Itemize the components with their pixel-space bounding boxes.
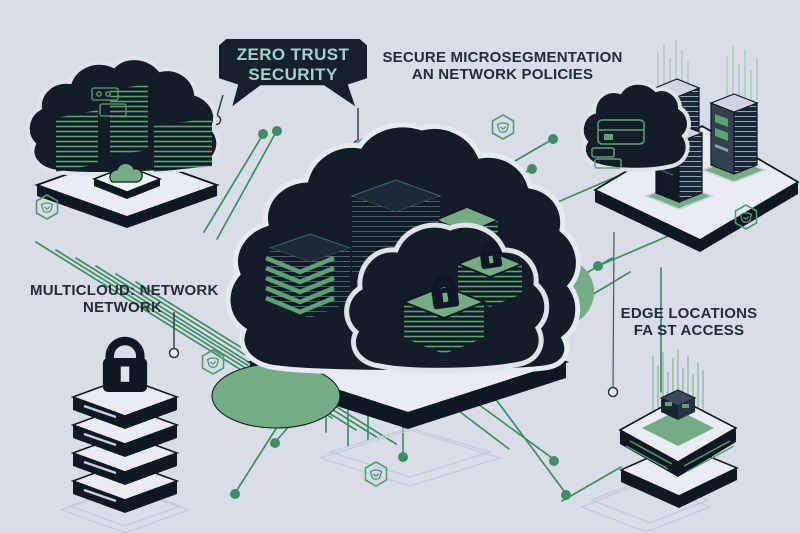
padlock-icon <box>479 243 503 270</box>
server-tower-right <box>709 93 759 175</box>
multicloud-label: MULTICLOUD: NETWORK NETWORK <box>30 282 219 316</box>
secure-stack-back <box>455 243 525 307</box>
right-cloud <box>579 80 691 172</box>
edge-location-group <box>580 350 739 533</box>
security-shield-icon <box>364 461 388 487</box>
stack-layer-1 <box>70 377 180 429</box>
security-shield-icon <box>201 349 225 375</box>
central-cloud-group <box>211 122 594 487</box>
padlock-icon <box>103 341 147 392</box>
multicloud-group <box>25 56 221 228</box>
security-shield-icon <box>491 114 515 140</box>
padlock-icon <box>430 276 460 309</box>
signal-streaks <box>657 40 758 100</box>
secure-stack-front <box>401 276 487 354</box>
green-chevron-stack <box>265 255 335 315</box>
left-cloud <box>25 56 221 176</box>
edge-label: EDGE LOCATIONS FA ST ACCESS <box>620 305 758 339</box>
edge-upper-platform <box>618 397 738 477</box>
edge-green-pad <box>642 410 714 446</box>
microsegmentation-group <box>579 40 800 252</box>
zero-trust-banner: ZERO TRUST SECURITY <box>219 39 367 107</box>
zero-trust-line1: ZERO TRUST <box>236 45 350 64</box>
cloud-icon <box>109 162 143 183</box>
secured-layer-stack-group <box>60 341 190 533</box>
microsegmentation-label: SECURE MICROSEGMENTATION AN NETWORK POLI… <box>382 49 623 83</box>
zero-trust-line2: SECURITY <box>248 65 338 84</box>
left-cloud-tile <box>91 162 163 199</box>
edge-compute-cube <box>659 389 697 420</box>
